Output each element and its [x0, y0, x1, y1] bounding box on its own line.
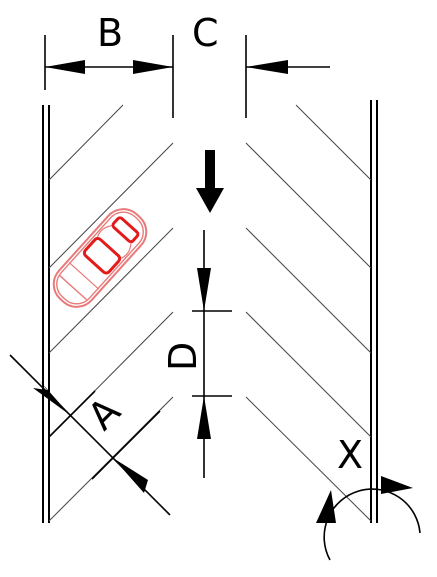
label-d: D [161, 342, 205, 371]
stall-line [245, 227, 372, 354]
arrow-down-icon [196, 150, 224, 213]
stall-line [48, 227, 174, 354]
car-top-view-icon [52, 208, 148, 308]
right-stall-lines [245, 104, 372, 522]
label-b: B [97, 11, 123, 55]
stall-line [48, 142, 174, 269]
stall-line [48, 104, 124, 181]
dimension-b: B [44, 11, 173, 90]
stall-line [245, 142, 372, 269]
right-wall [370, 100, 378, 523]
stall-line [245, 396, 372, 522]
stall-line [295, 104, 372, 181]
left-stall-lines [48, 104, 174, 522]
angle-x: X [316, 433, 421, 561]
label-x: X [337, 433, 363, 477]
dimension-c: C [172, 11, 330, 118]
label-c: C [192, 11, 219, 55]
left-wall [42, 105, 50, 523]
dimension-a: A [9, 354, 171, 516]
stall-line [245, 311, 372, 438]
dimension-d: D [161, 230, 232, 478]
